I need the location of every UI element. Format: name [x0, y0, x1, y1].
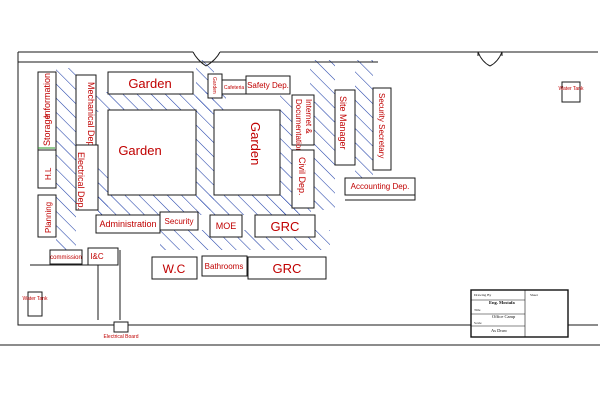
label-information: Information: [42, 73, 52, 118]
label-ic: I&C: [90, 252, 104, 261]
label-accounting: Accounting Dep.: [351, 182, 410, 191]
label-planning: Planning: [44, 202, 53, 233]
label-internet: Internet &: [304, 99, 313, 134]
label-wc: W.C: [163, 262, 186, 276]
room-garden-top: [107, 71, 194, 95]
room-grc-lower: [247, 256, 327, 280]
room-security: [159, 211, 199, 231]
label-garden-small: Garden: [211, 77, 217, 94]
room-planning: [37, 194, 57, 238]
label-garden-top: Garden: [128, 76, 171, 91]
label-electrical: Electrical Dep.: [76, 152, 86, 210]
label-safety: Safety Dep.: [247, 81, 289, 90]
room-ic: [87, 247, 119, 266]
label-commission: commission: [50, 255, 82, 261]
label-sheet: Sheet: [530, 293, 538, 297]
room-civil: [291, 149, 315, 209]
room-garden-right: [213, 109, 281, 196]
label-grc-upper: GRC: [271, 219, 300, 234]
room-internet-documentation: [291, 94, 315, 146]
room-grc-upper: [254, 214, 316, 238]
label-bathrooms: Bathrooms: [205, 262, 244, 271]
value-title: Office Camp: [492, 314, 516, 319]
room-electrical: [75, 144, 99, 211]
label-site-manager: Site Manager: [338, 96, 348, 150]
label-drawing-by: Drawing By: [474, 293, 491, 297]
label-documentation: Documentation: [294, 99, 303, 153]
room-hl: [37, 149, 57, 189]
room-electrical-board: [113, 321, 129, 333]
label-title: Title: [474, 308, 481, 312]
label-water-tank-left: Water Tank: [22, 296, 48, 302]
room-bathrooms: [201, 255, 248, 277]
label-security-secretary: Security Secretary: [377, 93, 386, 158]
label-administration: Administration: [99, 219, 156, 229]
label-civil: Civil Dep.: [297, 157, 307, 196]
title-block: Drawing By Eng. Mostafa Title Office Cam…: [470, 289, 569, 338]
label-garden-right: Garden: [248, 122, 263, 165]
room-garden-left: [107, 109, 197, 196]
room-safety: [245, 75, 291, 95]
label-electrical-board: Electrical Board: [103, 334, 138, 340]
value-drawing-by: Eng. Mostafa: [489, 300, 515, 305]
room-moe: [209, 214, 243, 238]
label-moe: MOE: [216, 221, 237, 231]
room-security-secretary: [372, 87, 392, 171]
label-grc-lower: GRC: [273, 261, 302, 276]
label-cafeteria: Cafeteria: [224, 85, 245, 91]
label-garden-left: Garden: [118, 143, 161, 158]
label-water-tank-right: Water Tank: [558, 86, 584, 92]
label-scale: Scale: [474, 321, 482, 325]
room-site-manager: [334, 89, 356, 166]
label-mechanical: Mechanical Dep.: [86, 82, 96, 149]
room-accounting: [344, 177, 416, 196]
label-storage: Storage: [42, 114, 52, 146]
room-wc: [151, 256, 198, 280]
room-commission: [49, 249, 83, 265]
label-hl: H.L: [44, 167, 53, 180]
value-scale: As Draw: [491, 328, 508, 333]
room-water-tank-right: [561, 81, 581, 103]
label-security: Security: [165, 217, 194, 226]
room-water-tank-left: [27, 291, 43, 317]
